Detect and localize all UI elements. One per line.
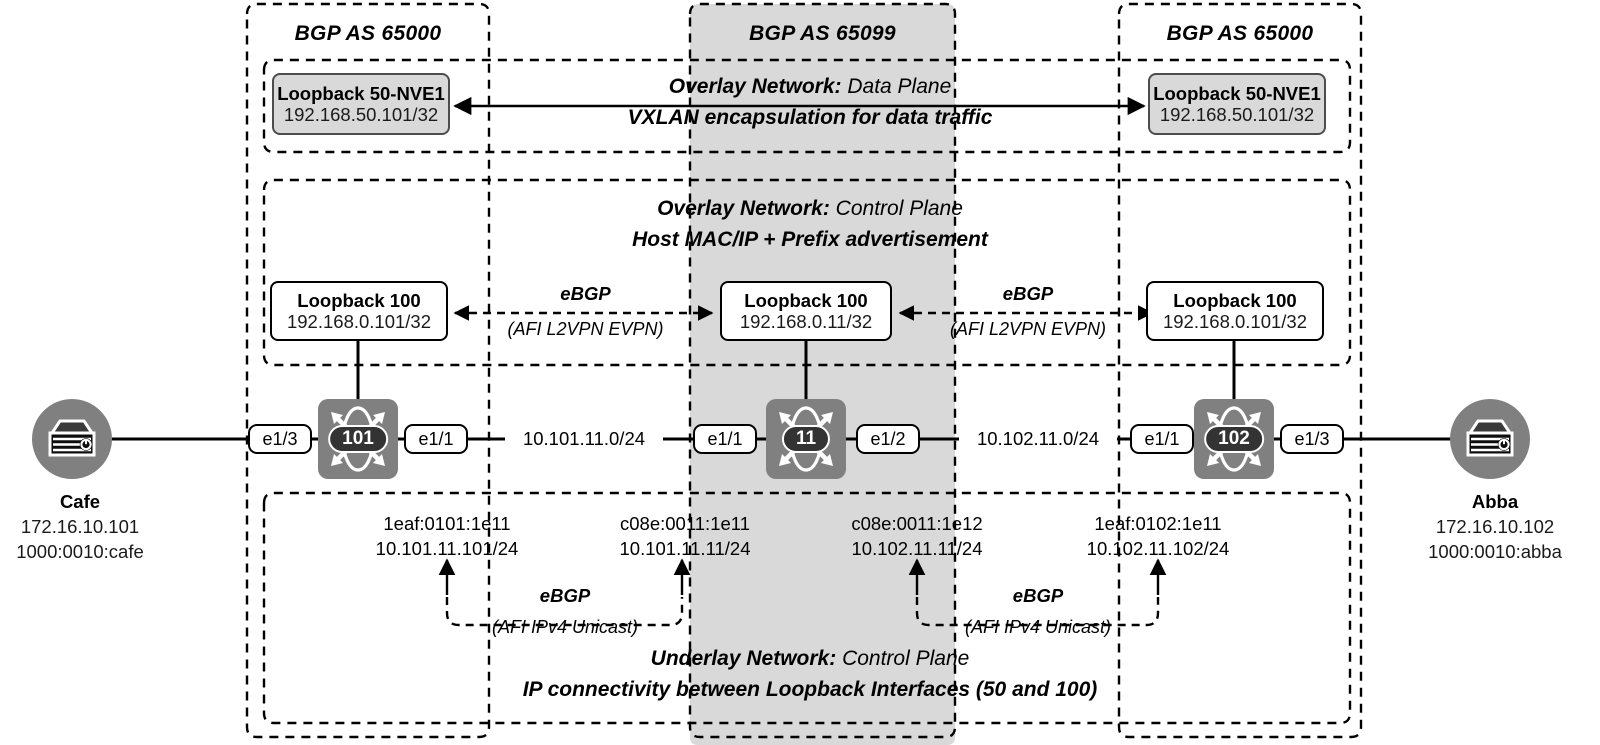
loopback50-nve1-right[interactable]: Loopback 50-NVE1 192.168.50.101/32 <box>1148 73 1326 135</box>
interface-e1-3-router-101[interactable]: e1/3 <box>248 424 312 454</box>
overlay-data-plane-outline <box>262 58 1352 154</box>
overlay-evpn-peering-right-afi: (AFI L2VPN EVPN) <box>949 319 1107 339</box>
loopback50-nve1-right-address: 192.168.50.101/32 <box>1159 104 1315 125</box>
underlay-ipv4-peering-right: eBGP <box>923 585 1153 607</box>
overlay-control-plane-heading-bold: Overlay Network: <box>657 197 830 220</box>
router-102[interactable]: 102 <box>1194 399 1274 479</box>
as-left-outline <box>245 2 491 739</box>
loopback50-nve1-right-title: Loopback 50-NVE1 <box>1153 82 1321 104</box>
overlay-data-plane-heading-normal: Data Plane <box>847 75 952 98</box>
underlay-ipv4-peering-right-protocol: eBGP <box>1012 585 1064 606</box>
as-middle-title: BGP AS 65099 <box>749 22 896 45</box>
as-middle-highlight-band <box>690 4 955 745</box>
overlay-control-plane-subheading: Host MAC/IP + Prefix advertisement <box>632 228 988 251</box>
overlay-evpn-peering-right: eBGP <box>908 283 1148 305</box>
overlay-control-plane-heading: Overlay Network: Control Plane <box>500 197 1120 221</box>
underlay-peering-right-arrowheads <box>908 558 1167 595</box>
host-cafe-name: Cafe <box>59 491 101 512</box>
underlay-control-plane-heading-bold: Underlay Network: <box>650 647 837 670</box>
loopback100-middle[interactable]: Loopback 100 192.168.0.11/32 <box>720 281 892 341</box>
server-icon <box>1466 419 1514 457</box>
loopback50-nve1-left[interactable]: Loopback 50-NVE1 192.168.50.101/32 <box>272 73 450 135</box>
host-cafe[interactable] <box>32 399 112 479</box>
host-cafe-ip: 172.16.10.101 <box>20 515 140 537</box>
router-11-number: 11 <box>781 425 831 453</box>
overlay-evpn-peering-right-protocol: eBGP <box>1002 283 1054 304</box>
overlay-data-plane-subheading: VXLAN encapsulation for data traffic <box>627 106 993 129</box>
router-102-number: 102 <box>1204 425 1264 453</box>
loopback50-nve1-left-title: Loopback 50-NVE1 <box>277 82 445 104</box>
link-right-subnet: 10.102.11.0/24 <box>959 428 1117 450</box>
underlay-endpoint-3-address: 10.102.11.11/24 <box>851 537 983 559</box>
underlay-peering-right-arc <box>915 597 1160 627</box>
host-abba-ip: 172.16.10.102 <box>1435 515 1555 537</box>
link-left-subnet: 10.101.11.0/24 <box>505 428 663 450</box>
loopback100-right-title: Loopback 100 <box>1173 289 1297 311</box>
underlay-endpoint-1: 1eaf:0101:1e11 10.101.11.101/24 <box>357 512 537 561</box>
underlay-endpoint-2-address: 10.101.11.11/24 <box>619 537 751 559</box>
overlay-data-plane-heading-bold: Overlay Network: <box>668 75 842 98</box>
loopback-router-stems <box>356 340 1236 400</box>
host-abba-label: Abba 172.16.10.102 1000:0010:abba <box>1410 490 1580 564</box>
interface-e1-1-router-102[interactable]: e1/1 <box>1130 424 1194 454</box>
underlay-control-plane-heading: Underlay Network: Control Plane <box>500 647 1120 671</box>
host-abba[interactable] <box>1450 399 1530 479</box>
host-cafe-mac: 1000:0010:cafe <box>16 540 144 562</box>
underlay-ipv4-peering-left-protocol: eBGP <box>539 585 591 606</box>
loopback100-middle-title: Loopback 100 <box>744 289 868 311</box>
underlay-ipv4-peering-right-afi: (AFI IPv4 Unicast) <box>964 617 1112 637</box>
underlay-control-plane-subheading: IP connectivity between Loopback Interfa… <box>522 678 1098 701</box>
underlay-endpoint-3: c08e:0011:1e12 10.102.11.11/24 <box>827 512 1007 561</box>
underlay-peering-left-arc <box>445 597 684 627</box>
interface-e1-2-router-11[interactable]: e1/2 <box>856 424 920 454</box>
interface-e1-3-router-102[interactable]: e1/3 <box>1280 424 1344 454</box>
underlay-ipv4-peering-left-afi-wrap: (AFI IPv4 Unicast) <box>450 617 680 638</box>
as-left-title: BGP AS 65000 <box>294 22 442 45</box>
underlay-peering-left-arrowheads <box>438 558 691 595</box>
server-icon <box>48 419 96 457</box>
underlay-endpoint-4-mac: 1eaf:0102:1e11 <box>1094 513 1222 534</box>
underlay-endpoint-2: c08e:0011:1e11 10.101.11.11/24 <box>595 512 775 561</box>
router-101[interactable]: 101 <box>318 399 398 479</box>
underlay-ipv4-peering-left-afi: (AFI IPv4 Unicast) <box>491 617 639 637</box>
interface-e1-1-router-101[interactable]: e1/1 <box>404 424 468 454</box>
host-abba-mac: 1000:0010:abba <box>1428 540 1562 562</box>
underlay-control-plane-heading-normal: Control Plane <box>842 647 970 670</box>
loopback100-left-title: Loopback 100 <box>297 289 421 311</box>
router-11[interactable]: 11 <box>766 399 846 479</box>
loopback50-nve1-left-address: 192.168.50.101/32 <box>283 104 439 125</box>
router-101-number: 101 <box>328 425 388 453</box>
underlay-endpoint-1-address: 10.101.11.101/24 <box>375 537 519 559</box>
as-right-outline <box>1117 2 1363 739</box>
underlay-ipv4-peering-right-afi-wrap: (AFI IPv4 Unicast) <box>923 617 1153 638</box>
overlay-evpn-peering-right-afi-wrap: (AFI L2VPN EVPN) <box>908 319 1148 340</box>
underlay-endpoint-4-address: 10.102.11.102/24 <box>1086 537 1230 559</box>
underlay-endpoint-1-mac: 1eaf:0101:1e11 <box>383 513 511 534</box>
overlay-data-plane-heading: Overlay Network: Data Plane <box>500 75 1120 99</box>
host-cafe-label: Cafe 172.16.10.101 1000:0010:cafe <box>0 490 160 564</box>
overlay-evpn-peering-left-afi: (AFI L2VPN EVPN) <box>507 319 664 339</box>
as-right-title: BGP AS 65000 <box>1166 22 1314 45</box>
host-abba-name: Abba <box>1471 491 1519 512</box>
overlay-evpn-peering-left-protocol: eBGP <box>560 283 611 304</box>
underlay-endpoint-3-mac: c08e:0011:1e12 <box>851 513 983 534</box>
loopback100-left[interactable]: Loopback 100 192.168.0.101/32 <box>270 281 448 341</box>
overlay-evpn-peering-left: eBGP <box>463 283 708 305</box>
underlay-endpoint-2-mac: c08e:0011:1e11 <box>620 513 750 534</box>
overlay-control-plane-heading-normal: Control Plane <box>835 197 963 220</box>
loopback100-right[interactable]: Loopback 100 192.168.0.101/32 <box>1146 281 1324 341</box>
loopback100-right-address: 192.168.0.101/32 <box>1162 311 1308 332</box>
loopback100-middle-address: 192.168.0.11/32 <box>739 311 873 332</box>
underlay-endpoint-4: 1eaf:0102:1e11 10.102.11.102/24 <box>1068 512 1248 561</box>
overlay-evpn-peering-left-afi-wrap: (AFI L2VPN EVPN) <box>463 319 708 340</box>
underlay-ipv4-peering-left: eBGP <box>450 585 680 607</box>
interface-e1-1-router-11[interactable]: e1/1 <box>693 424 757 454</box>
loopback100-left-address: 192.168.0.101/32 <box>286 311 432 332</box>
